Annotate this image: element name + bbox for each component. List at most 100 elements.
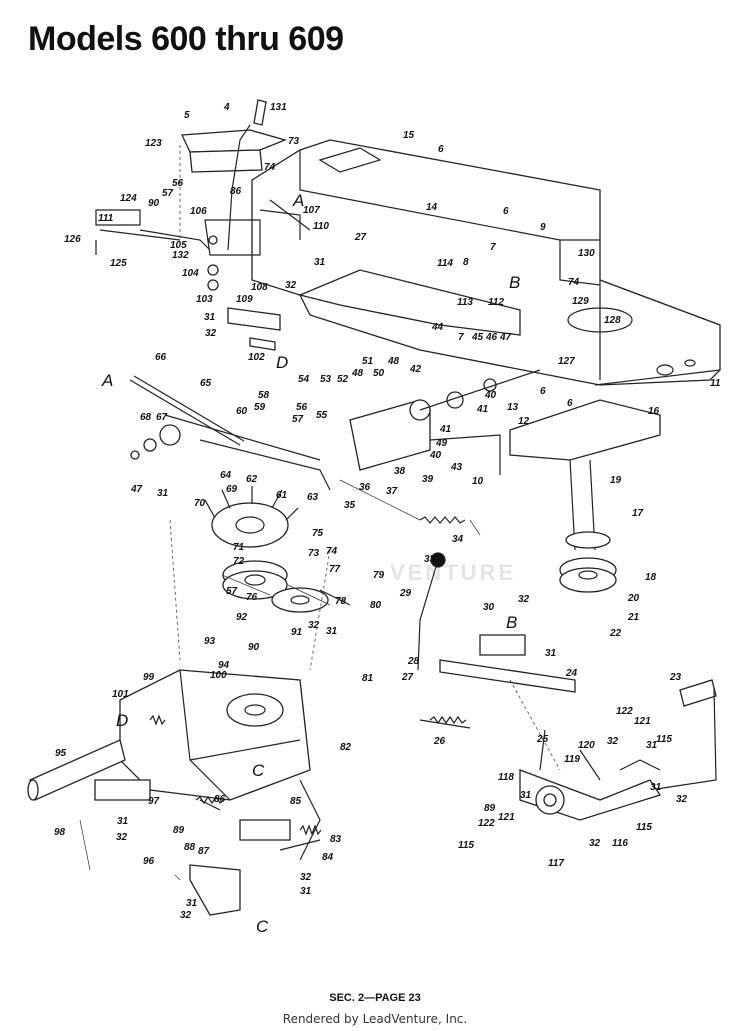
part-number-75: 75 (312, 528, 324, 539)
part-number-6: 6 (503, 206, 509, 217)
part-number-63: 63 (307, 492, 319, 503)
part-number-6: 6 (438, 144, 444, 155)
part-number-29: 29 (399, 588, 412, 599)
part-number-65: 65 (200, 378, 212, 389)
part-number-21: 21 (627, 612, 640, 623)
reference-letter-c: C (256, 917, 269, 936)
part-number-79: 79 (373, 570, 385, 581)
part-number-32: 32 (589, 838, 601, 849)
part-number-97: 97 (148, 796, 160, 807)
part-number-101: 101 (112, 689, 129, 700)
part-number-31: 31 (186, 898, 198, 909)
part-number-89: 89 (173, 825, 185, 836)
part-number-55: 55 (316, 410, 328, 421)
part-number-108: 108 (251, 282, 268, 293)
part-number-39: 39 (422, 474, 434, 485)
part-number-47: 47 (499, 332, 512, 343)
part-number-123: 123 (145, 138, 162, 149)
part-number-40: 40 (429, 450, 442, 461)
part-number-17: 17 (632, 508, 644, 519)
part-number-129: 129 (572, 296, 589, 307)
part-number-103: 103 (196, 294, 213, 305)
part-number-70: 70 (194, 498, 206, 509)
part-number-74: 74 (326, 546, 338, 557)
part-number-122: 122 (478, 818, 495, 829)
part-number-57: 57 (226, 586, 238, 597)
linkage-rods (129, 369, 661, 551)
part-number-27: 27 (354, 232, 367, 243)
part-number-4: 4 (223, 102, 230, 113)
part-number-60: 60 (236, 406, 248, 417)
part-number-7: 7 (490, 242, 496, 253)
part-number-115: 115 (656, 734, 672, 745)
clutch-brake-linkage (417, 552, 717, 821)
part-number-7: 7 (458, 332, 464, 343)
part-number-130: 130 (578, 248, 595, 259)
part-number-6: 6 (567, 398, 573, 409)
part-number-114: 114 (437, 258, 453, 269)
springs (149, 479, 481, 836)
part-number-32: 32 (676, 794, 688, 805)
reference-letter-c: C (252, 761, 265, 780)
part-number-110: 110 (313, 221, 329, 232)
part-number-31: 31 (204, 312, 216, 323)
page-title: Models 600 thru 609 (28, 20, 344, 58)
part-number-37: 37 (386, 486, 398, 497)
part-number-127: 127 (558, 356, 575, 367)
part-number-109: 109 (236, 294, 253, 305)
part-number-32: 32 (518, 594, 530, 605)
part-number-84: 84 (322, 852, 334, 863)
part-number-132: 132 (172, 250, 189, 261)
part-number-20: 20 (627, 593, 640, 604)
part-number-68: 68 (140, 412, 152, 423)
part-number-86: 86 (230, 186, 242, 197)
rendered-by-credit: Rendered by LeadVenture, Inc. (282, 1012, 468, 1026)
part-number-102: 102 (248, 352, 265, 363)
part-number-73: 73 (308, 548, 320, 559)
part-number-62: 62 (246, 474, 258, 485)
part-number-64: 64 (220, 470, 232, 481)
part-number-45: 45 (471, 332, 484, 343)
part-number-71: 71 (233, 542, 245, 553)
part-number-67: 67 (156, 412, 168, 423)
part-number-105: 105 (170, 240, 187, 251)
frame-assembly (251, 139, 721, 386)
part-number-95: 95 (55, 748, 67, 759)
part-number-31: 31 (650, 782, 662, 793)
part-number-27: 27 (401, 672, 414, 683)
part-number-120: 120 (578, 740, 595, 751)
part-number-22: 22 (609, 628, 622, 639)
part-number-53: 53 (320, 374, 332, 385)
part-number-8: 8 (463, 257, 469, 268)
part-number-26: 26 (433, 736, 446, 747)
part-number-52: 52 (337, 374, 349, 385)
part-number-125: 125 (110, 258, 127, 269)
part-number-5: 5 (184, 110, 190, 121)
part-number-73: 73 (288, 136, 300, 147)
part-number-31: 31 (157, 488, 169, 499)
part-number-9: 9 (540, 222, 546, 233)
shift-console (95, 99, 311, 351)
part-number-94: 94 (218, 660, 230, 671)
part-number-115: 115 (458, 840, 474, 851)
part-number-112: 112 (488, 297, 504, 308)
part-number-113: 113 (457, 297, 473, 308)
part-number-42: 42 (409, 364, 422, 375)
part-number-88: 88 (184, 842, 196, 853)
page-section-label: SEC. 2—PAGE 23 (329, 992, 421, 1004)
part-number-48: 48 (387, 356, 400, 367)
part-number-36: 36 (359, 482, 371, 493)
part-number-72: 72 (233, 556, 245, 567)
part-number-6: 6 (540, 386, 546, 397)
part-number-78: 78 (335, 596, 347, 607)
part-number-15: 15 (403, 130, 415, 141)
part-number-34: 34 (452, 534, 464, 545)
part-number-31: 31 (314, 257, 326, 268)
part-number-121: 121 (498, 812, 515, 823)
part-number-87: 87 (198, 846, 210, 857)
reference-letter-b: B (509, 273, 520, 292)
part-number-66: 66 (155, 352, 167, 363)
part-number-69: 69 (226, 484, 238, 495)
part-number-18: 18 (645, 572, 657, 583)
